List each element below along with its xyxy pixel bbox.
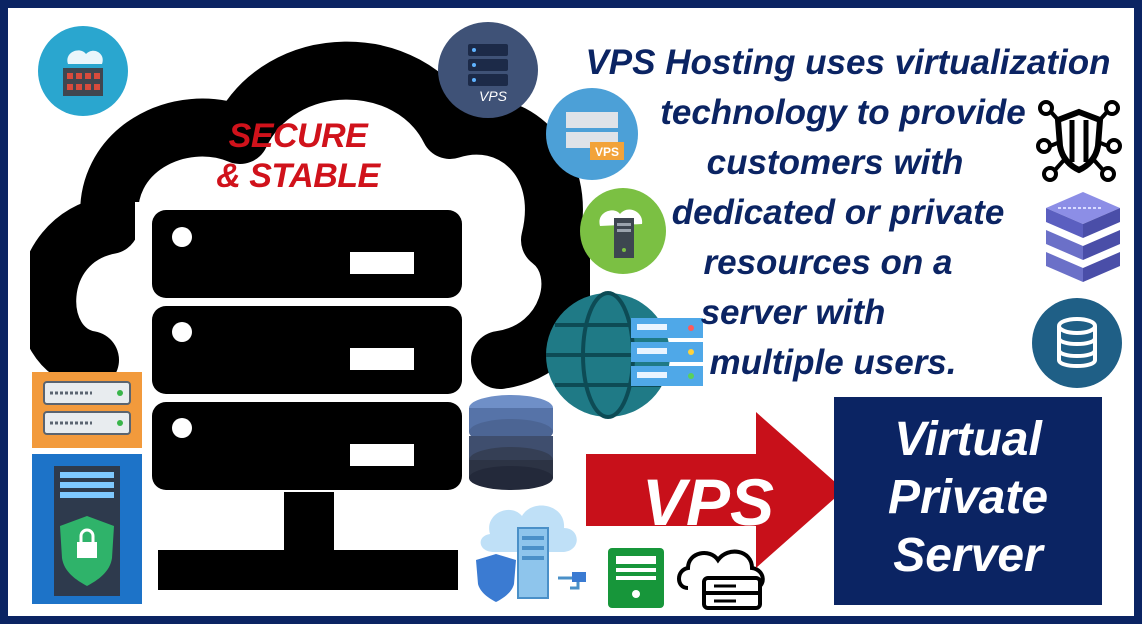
vps-server-circle-label: VPS: [595, 145, 619, 159]
vps-circle-label: VPS: [478, 88, 507, 104]
vps-arrow: [586, 412, 844, 568]
database-stack-icon: [469, 395, 553, 490]
network-shield-icon: [1036, 100, 1122, 182]
description-line-4: dedicated or private: [671, 193, 1005, 232]
description-line-7: multiple users.: [709, 343, 957, 382]
description-line-2: technology to provide: [660, 93, 1026, 132]
description-line-1: VPS Hosting uses virtualization: [585, 43, 1111, 82]
box-line-3: Server: [893, 529, 1043, 582]
description-line-5: resources on a: [703, 243, 953, 282]
server-layers-icon: [1046, 192, 1120, 282]
tagline-line-2: & STABLE: [216, 157, 380, 195]
vps-circle-icon: [438, 22, 538, 118]
cloud-server-icon: [30, 41, 590, 590]
pc-tower-icon: [608, 548, 664, 608]
vps-server-circle-icon: VPS: [546, 88, 638, 180]
cloud-server-circle-icon: [38, 26, 128, 116]
box-line-2: Private: [887, 471, 1049, 524]
cloud-drive-icon: [677, 549, 765, 610]
database-circle-icon: [1032, 298, 1122, 388]
virtual-private-server-box: Virtual Private Server: [834, 397, 1102, 605]
rack-server-icon: [32, 372, 142, 448]
description-line-6: server with: [700, 293, 886, 332]
secure-server-tower-icon: [32, 454, 142, 604]
green-cloud-server-icon: [580, 188, 666, 274]
cloud-shield-server-icon: [476, 505, 586, 602]
tagline: SECURE & STABLE: [198, 116, 398, 196]
globe-servers-icon: [546, 291, 703, 419]
vps-description: VPS Hosting uses virtualization technolo…: [568, 38, 1128, 388]
description-line-3: customers with: [706, 143, 964, 182]
tagline-line-1: SECURE: [228, 117, 368, 155]
box-line-1: Virtual: [894, 413, 1042, 466]
arrow-label: VPS: [641, 465, 775, 539]
